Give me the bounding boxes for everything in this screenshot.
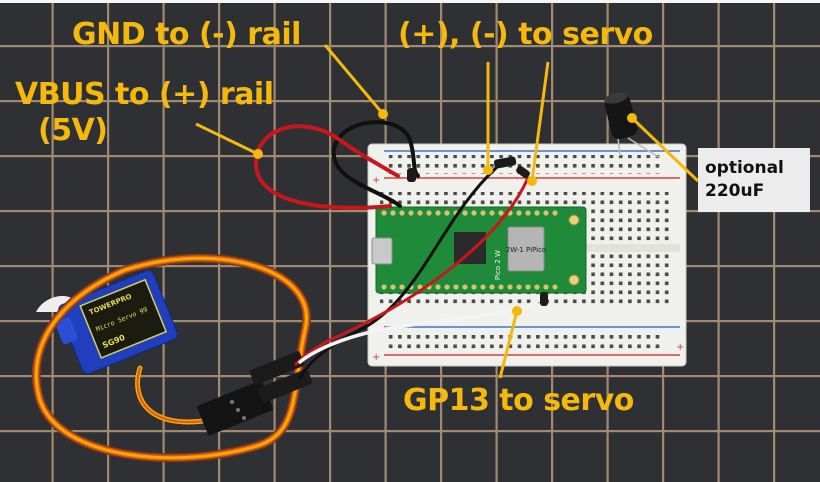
servo-pos-leader-dot — [527, 176, 537, 186]
capacitor-220uf — [604, 92, 661, 159]
servo-power-wire — [294, 176, 530, 366]
signal-leader-line — [498, 310, 519, 379]
top-rail-holes — [384, 155, 664, 174]
mounting-hole-bottom — [568, 274, 580, 286]
jumper-wires — [253, 120, 548, 380]
callout-vbus-rail: VBUS to (+) rail — [15, 77, 274, 112]
capacitor-note-box: optional 220uF — [698, 148, 810, 212]
gnd-leader-dot — [378, 109, 388, 119]
top-white-strip — [0, 0, 820, 3]
signal-leader-dot — [512, 306, 522, 316]
capacitor-leader-dot — [627, 113, 637, 123]
capacitor-note-line2: 220uF — [705, 181, 765, 201]
top-plus-marker: + — [372, 175, 380, 186]
bottom-rail-holes — [384, 331, 664, 350]
pico-pin-row-bottom — [381, 284, 558, 290]
gnd-wire — [331, 120, 420, 208]
servo-pos-leader-line — [530, 61, 550, 182]
gnd-leader-line — [323, 44, 385, 115]
pico-2w-board: 2W-1 PiPico Pico 2 W — [371, 206, 587, 294]
vbus-wire — [253, 124, 400, 210]
callout-signal-gp13: GP13 to servo — [403, 383, 634, 418]
callout-gnd-rail: GND to (-) rail — [72, 17, 301, 52]
mounting-hole-top — [568, 214, 580, 226]
vbus-leader-line — [195, 122, 259, 156]
pico-pin-row-top — [381, 210, 558, 216]
callout-servo-power: (+), (-) to servo — [398, 17, 653, 52]
bottom-plus-marker: + — [372, 352, 380, 363]
servo-neg-leader-dot — [483, 165, 493, 175]
vbus-leader-dot — [253, 149, 263, 159]
servo-label — [79, 278, 168, 359]
bottom-right-plus-marker: + — [676, 342, 684, 353]
wifi-module-shield — [507, 226, 545, 272]
rp2350-chip — [454, 232, 486, 264]
callout-vbus-voltage: (5V) — [38, 113, 108, 148]
servo-cable — [31, 253, 311, 463]
sg90-servo: TOWERPRO Micro Servo 99 SG90 — [36, 269, 178, 375]
callout-leaders — [195, 44, 700, 379]
board-label-text: Pico 2 W — [494, 250, 502, 280]
capacitor-note-line1: optional — [705, 158, 784, 178]
usb-connector — [371, 237, 393, 265]
module-marking-text: 2W-1 PiPico — [506, 246, 546, 254]
capacitor-leader-line — [630, 116, 700, 183]
